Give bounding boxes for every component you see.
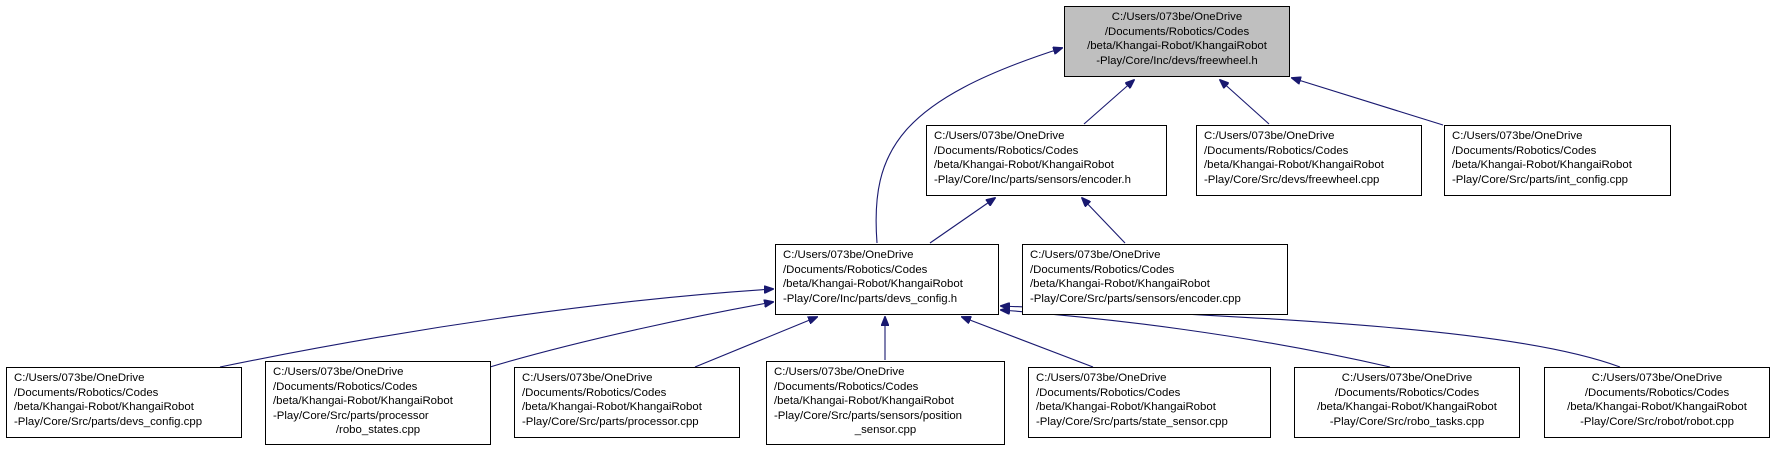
edge-encoder_cpp-to-encoder_h [1082,198,1126,244]
node-line: C:/Users/073be/OneDrive [1030,249,1161,261]
node-robot-cpp[interactable]: C:/Users/073be/OneDrive /Documents/Robot… [1544,367,1770,438]
node-line: /beta/Khangai-Robot/KhangaiRobot [1204,159,1384,172]
node-line: C:/Users/073be/OneDrive [934,130,1065,142]
node-line: -Play/Core/Src/robo_tasks.cpp [1329,415,1485,428]
node-robo-states-cpp[interactable]: C:/Users/073be/OneDrive /Documents/Robot… [265,361,491,445]
node-line: C:/Users/073be/OneDrive [273,366,404,378]
edge-devs_config_h-to-root [875,48,1062,244]
node-freewheel-h: C:/Users/073be/OneDrive /Documents/Robot… [1064,6,1290,77]
node-line: /Documents/Robotics/Codes [774,380,919,393]
node-line: -Play/Core/Src/parts/processor.cpp [522,415,699,428]
node-line: /beta/Khangai-Robot/KhangaiRobot [1030,278,1210,291]
node-line: C:/Users/073be/OneDrive [522,372,653,384]
node-robo-tasks-cpp[interactable]: C:/Users/073be/OneDrive /Documents/Robot… [1294,367,1520,438]
node-line: /Documents/Robotics/Codes [1030,263,1175,276]
node-line: /Documents/Robotics/Codes [934,144,1079,157]
node-line: -Play/Core/Inc/parts/devs_config.h [783,292,958,305]
node-line: C:/Users/073be/OneDrive [1204,130,1335,142]
node-line: /robo_states.cpp [335,424,421,437]
node-line: /beta/Khangai-Robot/KhangaiRobot [1087,40,1267,53]
node-position-sensor-cpp[interactable]: C:/Users/073be/OneDrive /Documents/Robot… [766,361,1005,445]
node-line: /Documents/Robotics/Codes [273,380,418,393]
edge-robo_states_cpp-to-devs_config_h [489,302,773,368]
node-line: /Documents/Robotics/Codes [1036,386,1181,399]
node-line: C:/Users/073be/OneDrive [1036,372,1167,384]
node-line: /Documents/Robotics/Codes [1204,144,1349,157]
node-line: -Play/Core/Inc/parts/sensors/encoder.h [934,173,1131,186]
node-line: C:/Users/073be/OneDrive [1591,372,1723,384]
edge-state_sensor_cpp-to-devs_config_h [962,317,1094,368]
node-line: -Play/Core/Src/robot/robot.cpp [1580,415,1734,428]
node-line: C:/Users/073be/OneDrive [14,372,145,384]
edge-freewheel_cpp-to-root [1220,80,1270,125]
node-line: /Documents/Robotics/Codes [1104,25,1250,38]
node-line: /beta/Khangai-Robot/KhangaiRobot [1567,401,1747,414]
node-line: /Documents/Robotics/Codes [1584,386,1730,399]
node-state-sensor-cpp[interactable]: C:/Users/073be/OneDrive /Documents/Robot… [1028,367,1271,438]
edge-devs_config_h-to-encoder_h [929,198,995,244]
node-line: _sensor.cpp [854,424,917,437]
node-line: /beta/Khangai-Robot/KhangaiRobot [522,401,702,414]
edge-robo_tasks_cpp-to-devs_config_h [1001,310,1391,368]
node-line: /beta/Khangai-Robot/KhangaiRobot [273,395,453,408]
node-line: C:/Users/073be/OneDrive [1111,11,1243,23]
node-freewheel-cpp[interactable]: C:/Users/073be/OneDrive /Documents/Robot… [1196,125,1422,196]
node-int-config-cpp[interactable]: C:/Users/073be/OneDrive /Documents/Robot… [1444,125,1671,196]
node-line: /Documents/Robotics/Codes [1334,386,1480,399]
node-line: /beta/Khangai-Robot/KhangaiRobot [783,278,963,291]
node-line: /beta/Khangai-Robot/KhangaiRobot [1036,401,1216,414]
node-line: -Play/Core/Src/parts/int_config.cpp [1452,173,1628,186]
node-line: /beta/Khangai-Robot/KhangaiRobot [934,159,1114,172]
node-line: C:/Users/073be/OneDrive [1452,130,1583,142]
node-line: -Play/Core/Src/devs/freewheel.cpp [1204,173,1380,186]
node-line: -Play/Core/Src/parts/devs_config.cpp [14,415,203,428]
node-line: C:/Users/073be/OneDrive [774,366,905,378]
node-line: -Play/Core/Src/parts/sensors/encoder.cpp [1030,292,1241,305]
edge-robot_cpp-to-devs_config_h [1001,306,1621,368]
edge-devs_config_cpp-to-devs_config_h [219,289,773,368]
node-line: /Documents/Robotics/Codes [1452,144,1597,157]
node-encoder-h[interactable]: C:/Users/073be/OneDrive /Documents/Robot… [926,125,1167,196]
node-line: /Documents/Robotics/Codes [783,263,928,276]
node-line: /beta/Khangai-Robot/KhangaiRobot [14,401,194,414]
node-processor-cpp[interactable]: C:/Users/073be/OneDrive /Documents/Robot… [514,367,740,438]
node-line: -Play/Core/Src/parts/sensors/position [774,409,963,422]
node-line: -Play/Core/Inc/devs/freewheel.h [1096,54,1258,67]
node-line: /beta/Khangai-Robot/KhangaiRobot [1452,159,1632,172]
node-devs-config-cpp[interactable]: C:/Users/073be/OneDrive /Documents/Robot… [6,367,242,438]
node-line: C:/Users/073be/OneDrive [1341,372,1473,384]
node-encoder-cpp[interactable]: C:/Users/073be/OneDrive /Documents/Robot… [1022,244,1288,315]
node-line: /beta/Khangai-Robot/KhangaiRobot [774,395,954,408]
edge-processor_cpp-to-devs_config_h [694,317,817,368]
node-line: /Documents/Robotics/Codes [14,386,159,399]
node-line: C:/Users/073be/OneDrive [783,249,914,261]
node-line: /beta/Khangai-Robot/KhangaiRobot [1317,401,1497,414]
node-line: -Play/Core/Src/parts/state_sensor.cpp [1036,415,1228,428]
node-line: /Documents/Robotics/Codes [522,386,667,399]
edge-encoder_h-to-root [1083,80,1134,125]
node-line: -Play/Core/Src/parts/processor [273,409,429,422]
node-devs-config-h[interactable]: C:/Users/073be/OneDrive /Documents/Robot… [775,244,999,315]
edge-int_config_cpp-to-root [1292,78,1444,126]
